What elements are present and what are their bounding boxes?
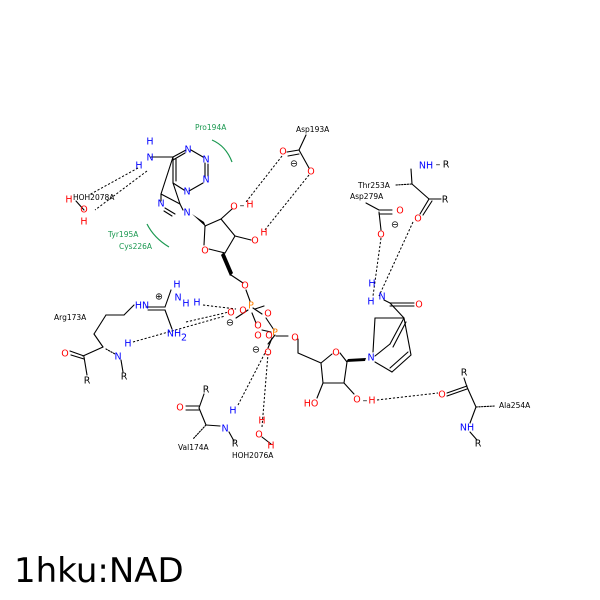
residue-label-asp193: Asp193A (296, 125, 330, 134)
residue-label-hoh2076: HOH2076A (232, 451, 274, 460)
ribose2-dash: – (363, 396, 368, 407)
arg173-h-top: H (173, 280, 180, 291)
thr253-dash: – (436, 160, 441, 171)
hoh2078-h2: H (80, 217, 87, 228)
ribose2-ho: HO (304, 399, 319, 410)
hoh2076-o: O (255, 430, 262, 441)
val174-n: N (221, 424, 228, 435)
val174-r1: R (203, 385, 210, 396)
residue-label-val174: Val174A (178, 443, 210, 452)
arg173-r1: R (121, 372, 128, 383)
ribose2-o2: O (353, 395, 360, 406)
ribose1-dash: – (240, 201, 245, 212)
adenine-n3: N (202, 155, 209, 166)
covalent-bonds (69, 134, 496, 445)
thr253-r1: R (443, 160, 450, 171)
asp193-o2: O (307, 167, 314, 178)
asp193-o1: O (279, 147, 286, 158)
ribose2-ring-o: O (332, 348, 339, 359)
hydrophobic-arc-pro194 (211, 139, 233, 163)
phos2-o-dbl: O (265, 331, 272, 342)
ribose1-h2: H (246, 200, 253, 211)
adenine-n7: N (183, 187, 190, 198)
ribose2-h2: H (368, 396, 375, 407)
arg173-h: H (124, 339, 131, 350)
phos2-o-left: O (254, 331, 261, 342)
phos1-o-mid: O (239, 306, 246, 317)
residue-label-tyr195: Tyr195A (107, 230, 139, 239)
hoh2078-o: O (80, 205, 87, 216)
adenine-n1: N (184, 145, 191, 156)
arg173-nh2-subscript: 2 (181, 333, 187, 344)
phos2-o-right: O (291, 333, 298, 344)
ala254-nh: NH (460, 423, 474, 434)
amine-n: N (146, 153, 153, 164)
hydrophobic-arc-tyr195 (146, 223, 170, 248)
ribose1-o3: O (251, 236, 258, 247)
arg173-hn: HN (135, 301, 149, 312)
phosphorus-2: P (272, 328, 278, 339)
amine-h1: H (146, 137, 153, 148)
residue-labels: Pro194A Asp193A Thr253A Asp279A HOH2078A… (54, 123, 531, 460)
residue-label-asp279: Asp279A (350, 192, 384, 201)
amide-o: O (415, 300, 422, 311)
residue-label-arg173: Arg173A (54, 313, 87, 322)
asp193-charge: ⊖ (290, 159, 298, 170)
arg173-r2: R (84, 376, 91, 387)
arg173-h-mid: H (182, 299, 189, 310)
arg173-h-right: H (193, 298, 200, 309)
ribose1-h3: H (260, 228, 267, 239)
phos2-o-down: O (264, 348, 271, 359)
residue-label-pro194: Pro194A (195, 123, 227, 132)
amide-h1: H (368, 279, 375, 290)
arg173-n-top: N (174, 293, 181, 304)
structure-title: 1hku:NAD (14, 551, 184, 591)
phos1-o-left: O (227, 308, 234, 319)
ala254-o: O (438, 390, 445, 401)
ribose1-o2: O (230, 202, 237, 213)
arg173-o: O (61, 349, 68, 360)
val174-o: O (176, 403, 183, 414)
residue-label-thr253: Thr253A (357, 181, 391, 190)
ala254-r1: R (461, 368, 468, 379)
phos1-charge: ⊖ (226, 318, 234, 329)
asp279-o1: O (396, 206, 403, 217)
asp279-o2: O (377, 230, 384, 241)
thr253-nh: NH (419, 161, 433, 172)
residue-label-cys226: Cys226A (119, 242, 153, 251)
hoh2076-h1: H (258, 416, 265, 427)
residue-label-ala254: Ala254A (499, 401, 531, 410)
phosphorus-1: P (248, 301, 254, 312)
residue-label-hoh2078: HOH2078A (73, 193, 115, 202)
val174-r2: R (232, 439, 239, 450)
amide-h2: H (367, 297, 374, 308)
asp279-charge: ⊖ (391, 220, 399, 231)
phos-o5: O (241, 281, 248, 292)
amine-h2: H (135, 161, 142, 172)
atom-labels: H N H N N N N N N O – H O H O O O ⊖ O P … (61, 137, 481, 452)
arg173-charge: ⊕ (155, 292, 163, 303)
amide-n: N (378, 292, 385, 303)
phos2-charge: ⊖ (252, 345, 260, 356)
phos1-o-down: O (254, 321, 261, 332)
nicotinamide-n1: N (367, 353, 374, 364)
phos-bridge-o: O (264, 309, 271, 320)
ribose1-ring-o: O (201, 246, 208, 257)
hydrogen-bonds (88, 155, 439, 428)
thr253-o: O (414, 214, 421, 225)
thr253-r2: R (442, 195, 449, 206)
ala254-r2: R (475, 439, 482, 450)
adenine-n-ring: N (202, 175, 209, 186)
adenine-n9: N (157, 199, 164, 210)
arg173-nh2: NH (167, 329, 181, 340)
arg173-n: N (114, 352, 121, 363)
hoh2078-h1: H (65, 195, 72, 206)
hoh2076-h2: H (267, 441, 274, 452)
adenine-n-glyco: N (183, 208, 190, 219)
val174-h: H (229, 406, 236, 417)
